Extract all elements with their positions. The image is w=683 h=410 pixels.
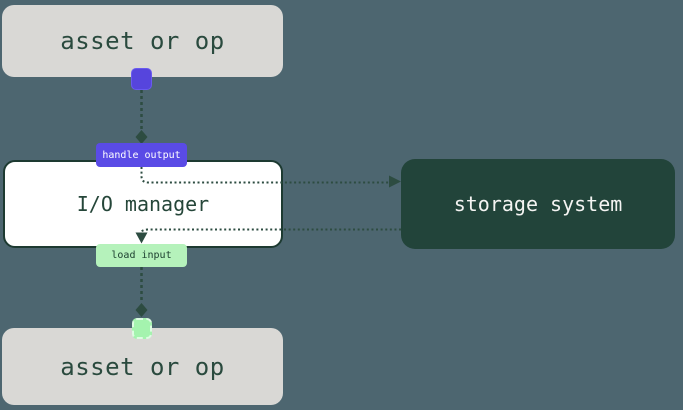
node-storage-system: storage system	[401, 159, 675, 249]
load-input-label: load input	[111, 250, 172, 261]
input-port-square	[132, 318, 152, 339]
output-port-square	[131, 68, 152, 90]
edge-label-handle-output: handle output	[96, 143, 187, 167]
diamond-arrowhead-top	[135, 130, 148, 144]
node-storage-system-label: storage system	[453, 192, 623, 216]
node-io-manager-label: I/O manager	[76, 192, 210, 216]
diamond-arrowhead-bottom	[135, 303, 148, 317]
node-asset-or-op-bottom: asset or op	[2, 328, 283, 405]
node-asset-or-op-top-label: asset or op	[60, 27, 225, 55]
handle-output-label: handle output	[102, 149, 181, 161]
node-asset-or-op-top: asset or op	[2, 5, 283, 77]
node-asset-or-op-bottom-label: asset or op	[60, 352, 225, 381]
node-io-manager: I/O manager	[3, 160, 283, 248]
edge-label-load-input: load input	[96, 244, 187, 267]
arrowhead-into-storage	[389, 175, 401, 188]
